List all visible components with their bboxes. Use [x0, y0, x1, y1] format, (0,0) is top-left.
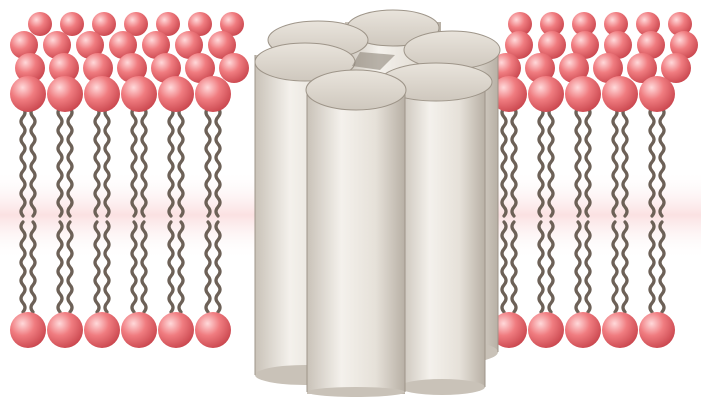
lipid-head — [195, 312, 231, 348]
lipid-head — [639, 312, 675, 348]
lipid-head — [602, 312, 638, 348]
lipid-head — [121, 312, 157, 348]
lipid-head — [565, 76, 601, 112]
lipid-head — [84, 76, 120, 112]
lipid-head — [121, 76, 157, 112]
lipid-head — [47, 312, 83, 348]
channel-protein — [255, 10, 500, 397]
lipid-head — [195, 76, 231, 112]
lipid-head — [565, 312, 601, 348]
lipid-head — [528, 76, 564, 112]
lipid-head — [28, 12, 52, 36]
lipid-head — [602, 76, 638, 112]
lipid-head — [158, 76, 194, 112]
lipid-head — [60, 12, 84, 36]
lipid-head — [528, 312, 564, 348]
lipid-head — [84, 312, 120, 348]
channel-subunit-front-center — [306, 70, 406, 397]
lipid-head — [639, 76, 675, 112]
lipid-head — [10, 312, 46, 348]
lipid-head — [10, 76, 46, 112]
lipid-head — [47, 76, 83, 112]
lipid-head — [219, 53, 249, 83]
lipid-head — [158, 312, 194, 348]
